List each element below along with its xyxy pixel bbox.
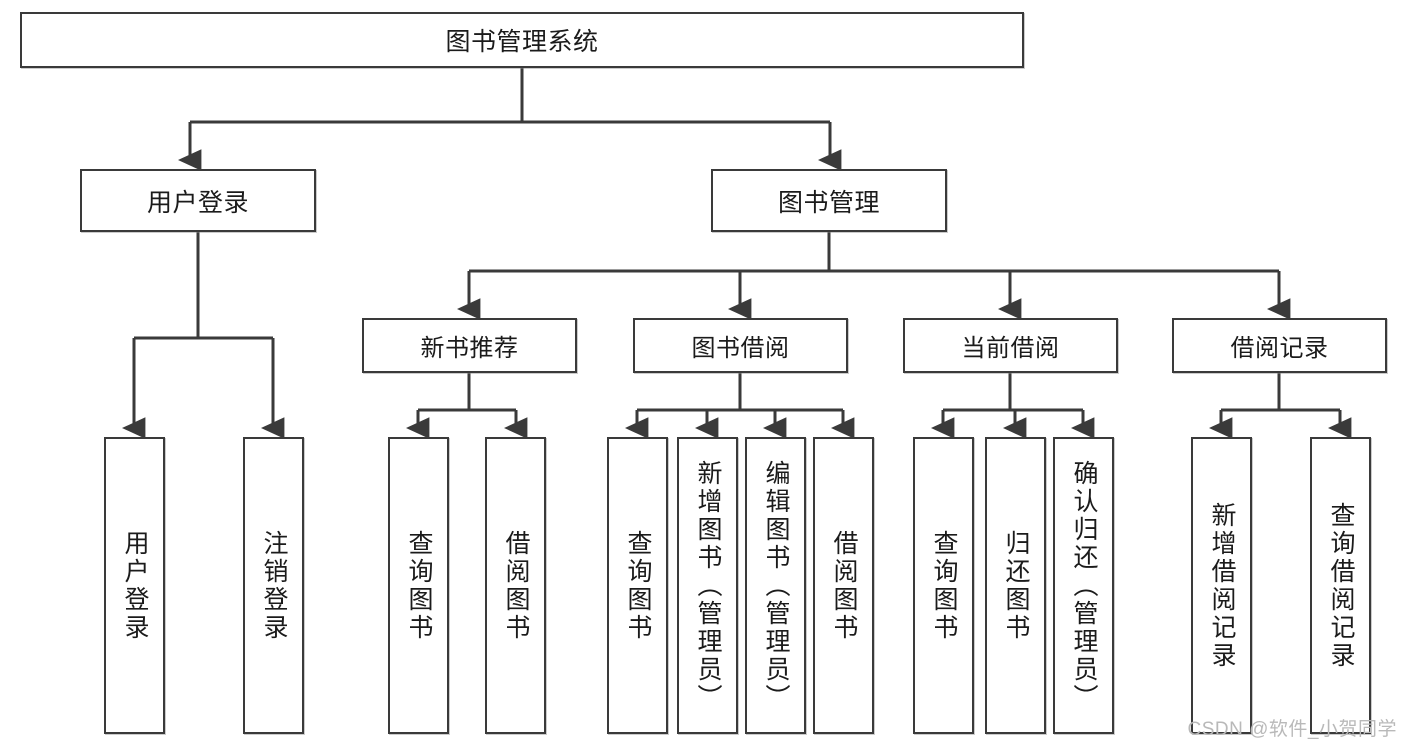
node-leaf-add-borrow-record-label: 新增借阅记录 (1208, 501, 1236, 670)
node-leaf-borrow-book[interactable]: 借阅图书 (813, 437, 874, 734)
node-leaf-borrow-book-label: 借阅图书 (830, 529, 858, 642)
node-leaf-query-book-new[interactable]: 查询图书 (388, 437, 449, 734)
node-leaf-borrow-book-new[interactable]: 借阅图书 (485, 437, 546, 734)
node-leaf-query-book-borrow-label: 查询图书 (624, 529, 652, 642)
watermark: CSDN @软件_小贺同学 (1187, 719, 1397, 740)
node-leaf-query-book-new-label: 查询图书 (405, 529, 433, 642)
node-leaf-add-book-admin-label: 新增图书（管理员） (694, 459, 722, 712)
node-new-book-recommend-label: 新书推荐 (420, 335, 519, 362)
node-leaf-confirm-return-admin-label: 确认归还（管理员） (1070, 459, 1098, 712)
node-book-management[interactable]: 图书管理 (711, 169, 947, 232)
node-leaf-user-login[interactable]: 用户登录 (104, 437, 165, 734)
node-leaf-return-book-label: 归还图书 (1002, 529, 1030, 642)
node-leaf-query-book-borrow[interactable]: 查询图书 (607, 437, 668, 734)
node-leaf-user-login-label: 用户登录 (121, 529, 149, 642)
node-leaf-add-book-admin[interactable]: 新增图书（管理员） (677, 437, 738, 734)
node-leaf-confirm-return-admin[interactable]: 确认归还（管理员） (1053, 437, 1114, 734)
node-current-borrow-label: 当前借阅 (961, 335, 1060, 362)
node-leaf-logout[interactable]: 注销登录 (243, 437, 304, 734)
node-book-borrow-label: 图书借阅 (691, 335, 790, 362)
node-leaf-query-borrow-record[interactable]: 查询借阅记录 (1310, 437, 1371, 734)
node-book-borrow[interactable]: 图书借阅 (633, 318, 848, 373)
node-current-borrow[interactable]: 当前借阅 (903, 318, 1118, 373)
node-leaf-query-book-current-label: 查询图书 (930, 529, 958, 642)
node-leaf-query-book-current[interactable]: 查询图书 (913, 437, 974, 734)
node-root-label: 图书管理系统 (445, 28, 599, 56)
node-user-login-label: 用户登录 (146, 188, 249, 217)
node-leaf-edit-book-admin-label: 编辑图书（管理员） (762, 459, 790, 712)
node-leaf-add-borrow-record[interactable]: 新增借阅记录 (1191, 437, 1252, 734)
node-user-login[interactable]: 用户登录 (80, 169, 316, 232)
node-book-management-label: 图书管理 (777, 188, 880, 217)
node-leaf-edit-book-admin[interactable]: 编辑图书（管理员） (745, 437, 806, 734)
node-leaf-borrow-book-new-label: 借阅图书 (502, 529, 530, 642)
node-leaf-return-book[interactable]: 归还图书 (985, 437, 1046, 734)
node-borrow-records[interactable]: 借阅记录 (1172, 318, 1387, 373)
node-leaf-logout-label: 注销登录 (260, 529, 288, 642)
node-new-book-recommend[interactable]: 新书推荐 (362, 318, 577, 373)
node-root[interactable]: 图书管理系统 (20, 12, 1024, 68)
node-borrow-records-label: 借阅记录 (1230, 335, 1329, 362)
node-leaf-query-borrow-record-label: 查询借阅记录 (1327, 501, 1355, 670)
